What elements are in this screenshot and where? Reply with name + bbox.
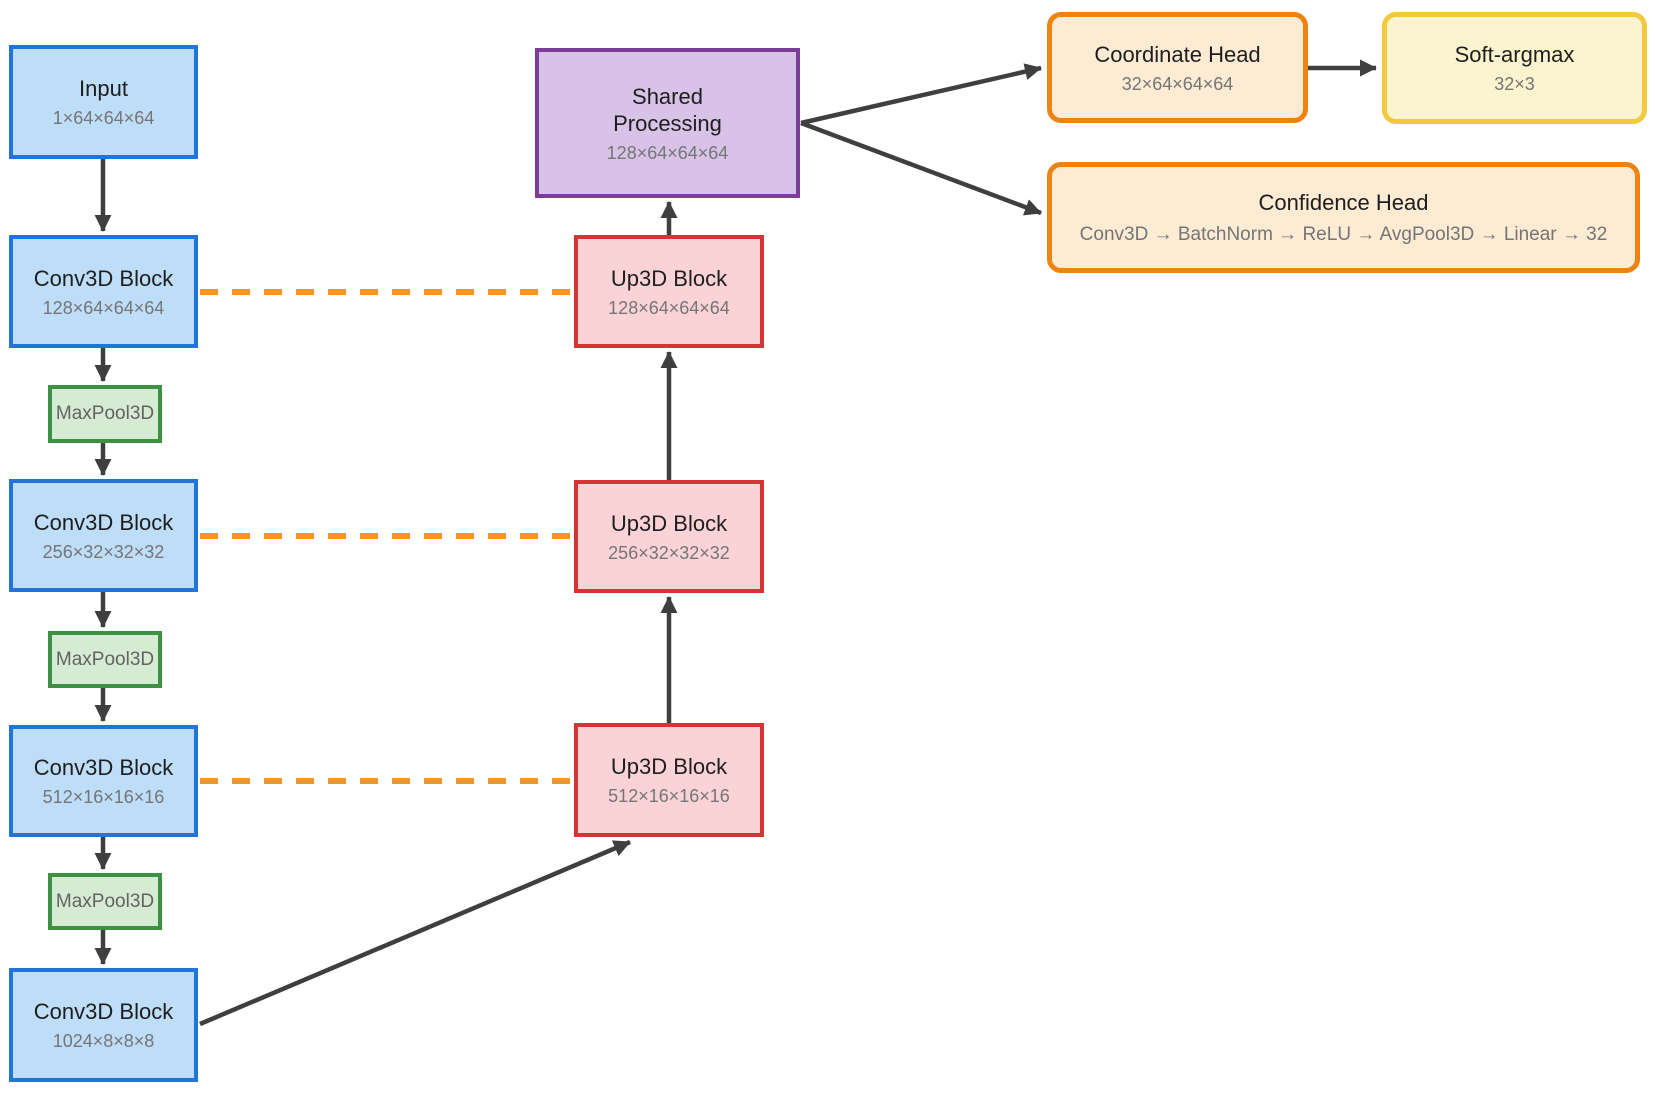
maxpool3d-3-label: MaxPool3D <box>55 890 155 912</box>
up3d-block-128-shape: 128×64×64×64 <box>608 297 730 318</box>
maxpool3d-2-label: MaxPool3D <box>55 648 155 670</box>
conv3d-block-1: Conv3D Block 128×64×64×64 <box>9 235 198 348</box>
up3d-block-256-title: Up3D Block <box>610 510 728 536</box>
coordinate-head-title: Coordinate Head <box>1094 41 1261 67</box>
input-title: Input <box>79 76 128 101</box>
confidence-head-title: Confidence Head <box>1258 190 1429 215</box>
maxpool3d-1: MaxPool3D <box>48 385 162 443</box>
coordinate-head: Coordinate Head 32×64×64×64 <box>1047 12 1308 123</box>
conv3d-block-4-title: Conv3D Block <box>33 999 174 1024</box>
shared-processing-title-line1: Shared <box>632 83 703 109</box>
maxpool3d-3: MaxPool3D <box>48 873 162 930</box>
up3d-block-128-title: Up3D Block <box>610 265 728 291</box>
conv3d-block-3: Conv3D Block 512×16×16×16 <box>9 725 198 837</box>
soft-argmax-block: Soft-argmax 32×3 <box>1382 12 1647 124</box>
arrow-shared-to-coordinate-head <box>800 63 1042 126</box>
coordinate-head-shape: 32×64×64×64 <box>1121 73 1234 94</box>
shared-processing-title-line2: Processing <box>613 110 722 136</box>
up3d-block-512: Up3D Block 512×16×16×16 <box>574 723 764 837</box>
conv3d-block-3-title: Conv3D Block <box>33 755 174 780</box>
confidence-head-pipeline: Conv3D → BatchNorm → ReLU → AvgPool3D → … <box>1079 224 1608 245</box>
conv3d-block-4-shape: 1024×8×8×8 <box>52 1031 155 1051</box>
conv3d-block-3-shape: 512×16×16×16 <box>42 787 165 807</box>
input-shape: 1×64×64×64 <box>52 108 155 128</box>
conv3d-block-4: Conv3D Block 1024×8×8×8 <box>9 968 198 1082</box>
shared-processing-block: Shared Processing 128×64×64×64 <box>535 48 800 198</box>
conv3d-block-2-shape: 256×32×32×32 <box>42 541 165 562</box>
arrow-conv4-to-up512 <box>199 839 631 1027</box>
conv3d-block-1-title: Conv3D Block <box>33 265 174 291</box>
soft-argmax-shape: 32×3 <box>1494 74 1535 94</box>
maxpool3d-2: MaxPool3D <box>48 631 162 688</box>
conv3d-block-2: Conv3D Block 256×32×32×32 <box>9 479 198 592</box>
conv3d-block-1-shape: 128×64×64×64 <box>42 297 165 318</box>
shared-processing-shape: 128×64×64×64 <box>606 142 729 163</box>
up3d-block-128: Up3D Block 128×64×64×64 <box>574 235 764 348</box>
conv3d-block-2-title: Conv3D Block <box>33 509 174 535</box>
up3d-block-256-shape: 256×32×32×32 <box>608 542 730 563</box>
arrow-shared-to-confidence-head <box>800 120 1042 216</box>
confidence-head: Confidence Head Conv3D → BatchNorm → ReL… <box>1047 162 1640 273</box>
soft-argmax-title: Soft-argmax <box>1454 42 1575 67</box>
maxpool3d-1-label: MaxPool3D <box>55 403 155 424</box>
up3d-block-512-title: Up3D Block <box>610 754 728 779</box>
input-block: Input 1×64×64×64 <box>9 45 198 159</box>
up3d-block-256: Up3D Block 256×32×32×32 <box>574 480 764 593</box>
up3d-block-512-shape: 512×16×16×16 <box>608 786 730 806</box>
